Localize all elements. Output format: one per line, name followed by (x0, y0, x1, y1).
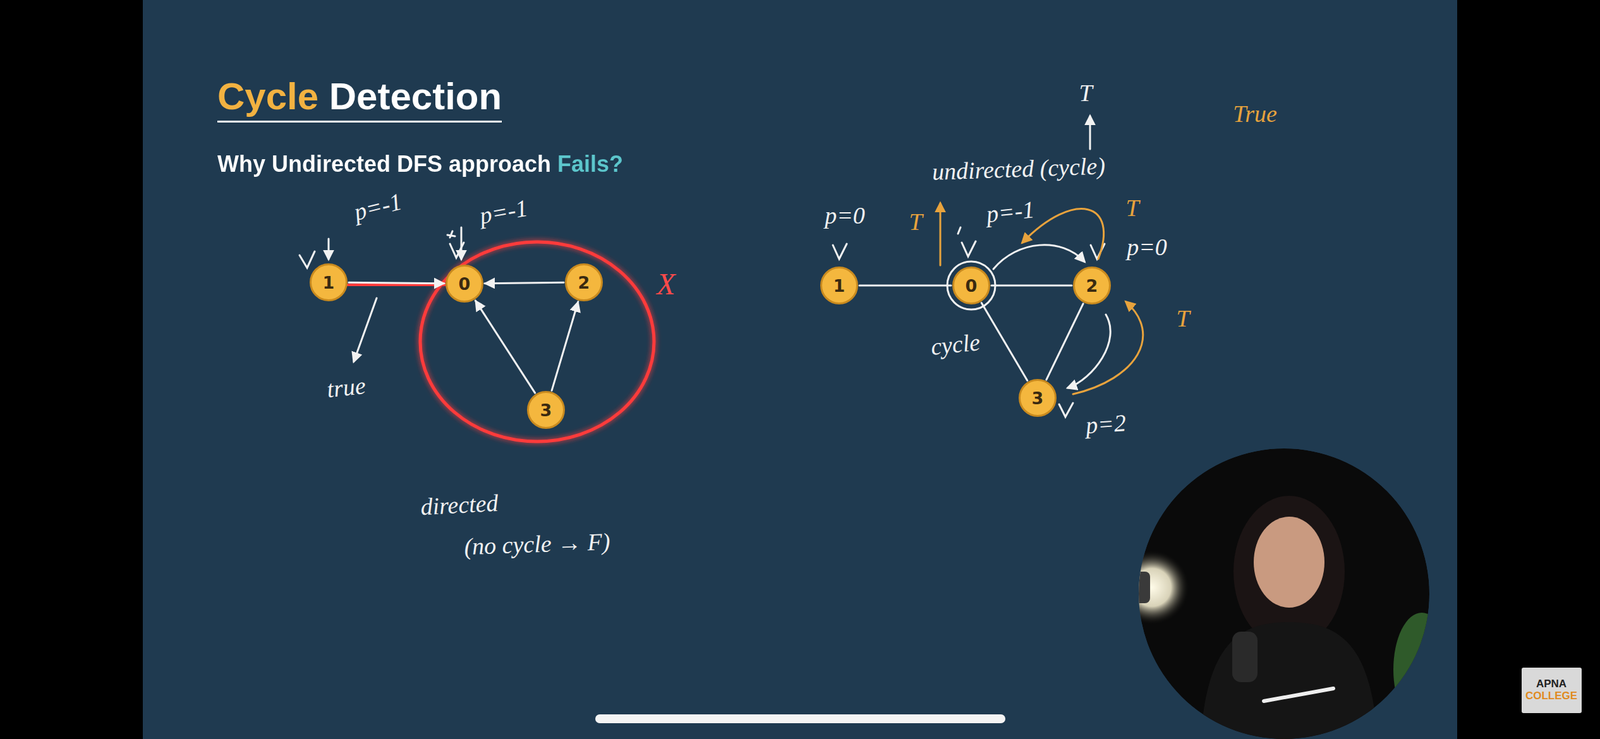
graph-node: 2 (564, 263, 603, 302)
handwritten-note: (no cycle → F) (463, 528, 611, 561)
node-number: 0 (965, 277, 978, 295)
handwritten-note: X (656, 267, 675, 302)
slide-title: Cycle Detection (217, 74, 502, 123)
graph-node: 0 (952, 266, 991, 305)
graph-edge (484, 282, 564, 284)
node-number: 3 (1031, 389, 1044, 407)
handwritten-note: p=-1 (477, 195, 530, 230)
microphone (1232, 631, 1258, 683)
graph-node: 2 (1072, 266, 1111, 305)
tick-mark (957, 227, 961, 234)
tick-mark (961, 241, 976, 257)
slide-subtitle: Why Undirected DFS approach Fails? (217, 150, 624, 178)
handwritten-note: cycle (929, 329, 982, 361)
graph-node: 3 (1018, 379, 1057, 418)
return-marks (940, 203, 1144, 395)
graph-node: 3 (527, 391, 565, 430)
pointer-arrow (327, 238, 330, 260)
pointer-arrow (353, 298, 377, 362)
face (1253, 516, 1325, 608)
handwritten-note: T (1125, 195, 1139, 222)
handwritten-note: undirected (cycle) (931, 152, 1106, 186)
handwritten-note: T (908, 209, 922, 236)
lamp (1131, 571, 1151, 604)
pen (1263, 688, 1334, 702)
node-number: 2 (1086, 277, 1099, 295)
node-number: 1 (322, 274, 335, 292)
tick-mark (1059, 403, 1073, 418)
handwritten-note: p=0 (1126, 234, 1168, 261)
node-number: 3 (540, 401, 553, 419)
tick-mark (299, 251, 315, 268)
logo-text: APNA (1536, 678, 1567, 691)
handwritten-note: true (325, 372, 367, 404)
logo-box: APNACOLLEGE (1521, 667, 1582, 714)
graph-node: 0 (445, 264, 484, 303)
graph-node: 1 (309, 263, 348, 302)
return-arrow (939, 203, 942, 266)
dfs-arrow (993, 245, 1085, 270)
return-arrow (1072, 302, 1144, 395)
handwritten-note: T (1175, 305, 1190, 333)
pointer-arrow (1089, 116, 1092, 150)
graph-node: 1 (820, 266, 859, 305)
logo-text: COLLEGE (1525, 690, 1578, 703)
graph-edge (1046, 303, 1084, 380)
handwritten-note: directed (419, 490, 499, 521)
pointer-arrow (460, 227, 463, 260)
highlight-circle (947, 261, 996, 310)
handwritten-note: p=0 (824, 202, 866, 230)
tick-mark (832, 243, 847, 260)
handwritten-note: p=-1 (351, 188, 405, 226)
node-number: 0 (458, 275, 471, 293)
lamp-glow (1114, 549, 1190, 626)
graph-edge (348, 282, 445, 284)
plant (1393, 612, 1451, 727)
handwritten-note: p=2 (1084, 410, 1127, 440)
red-circle (420, 242, 655, 442)
webcam (1114, 448, 1451, 739)
tick-mark (447, 231, 455, 238)
body (1200, 622, 1378, 739)
graph-edge (981, 303, 1027, 382)
graph-edge (991, 284, 1072, 287)
handwritten-note: True (1232, 101, 1278, 128)
handwritten-note: p=-1 (985, 196, 1036, 229)
graph-edge (859, 284, 952, 287)
red-trace (346, 284, 446, 286)
graph-edge (475, 300, 535, 394)
home-indicator (595, 714, 1006, 724)
node-number: 1 (833, 277, 846, 295)
node-number: 2 (578, 274, 591, 292)
dfs-arrow (1067, 314, 1111, 388)
graph-edge (551, 302, 579, 392)
handwritten-note: T (1078, 80, 1092, 107)
